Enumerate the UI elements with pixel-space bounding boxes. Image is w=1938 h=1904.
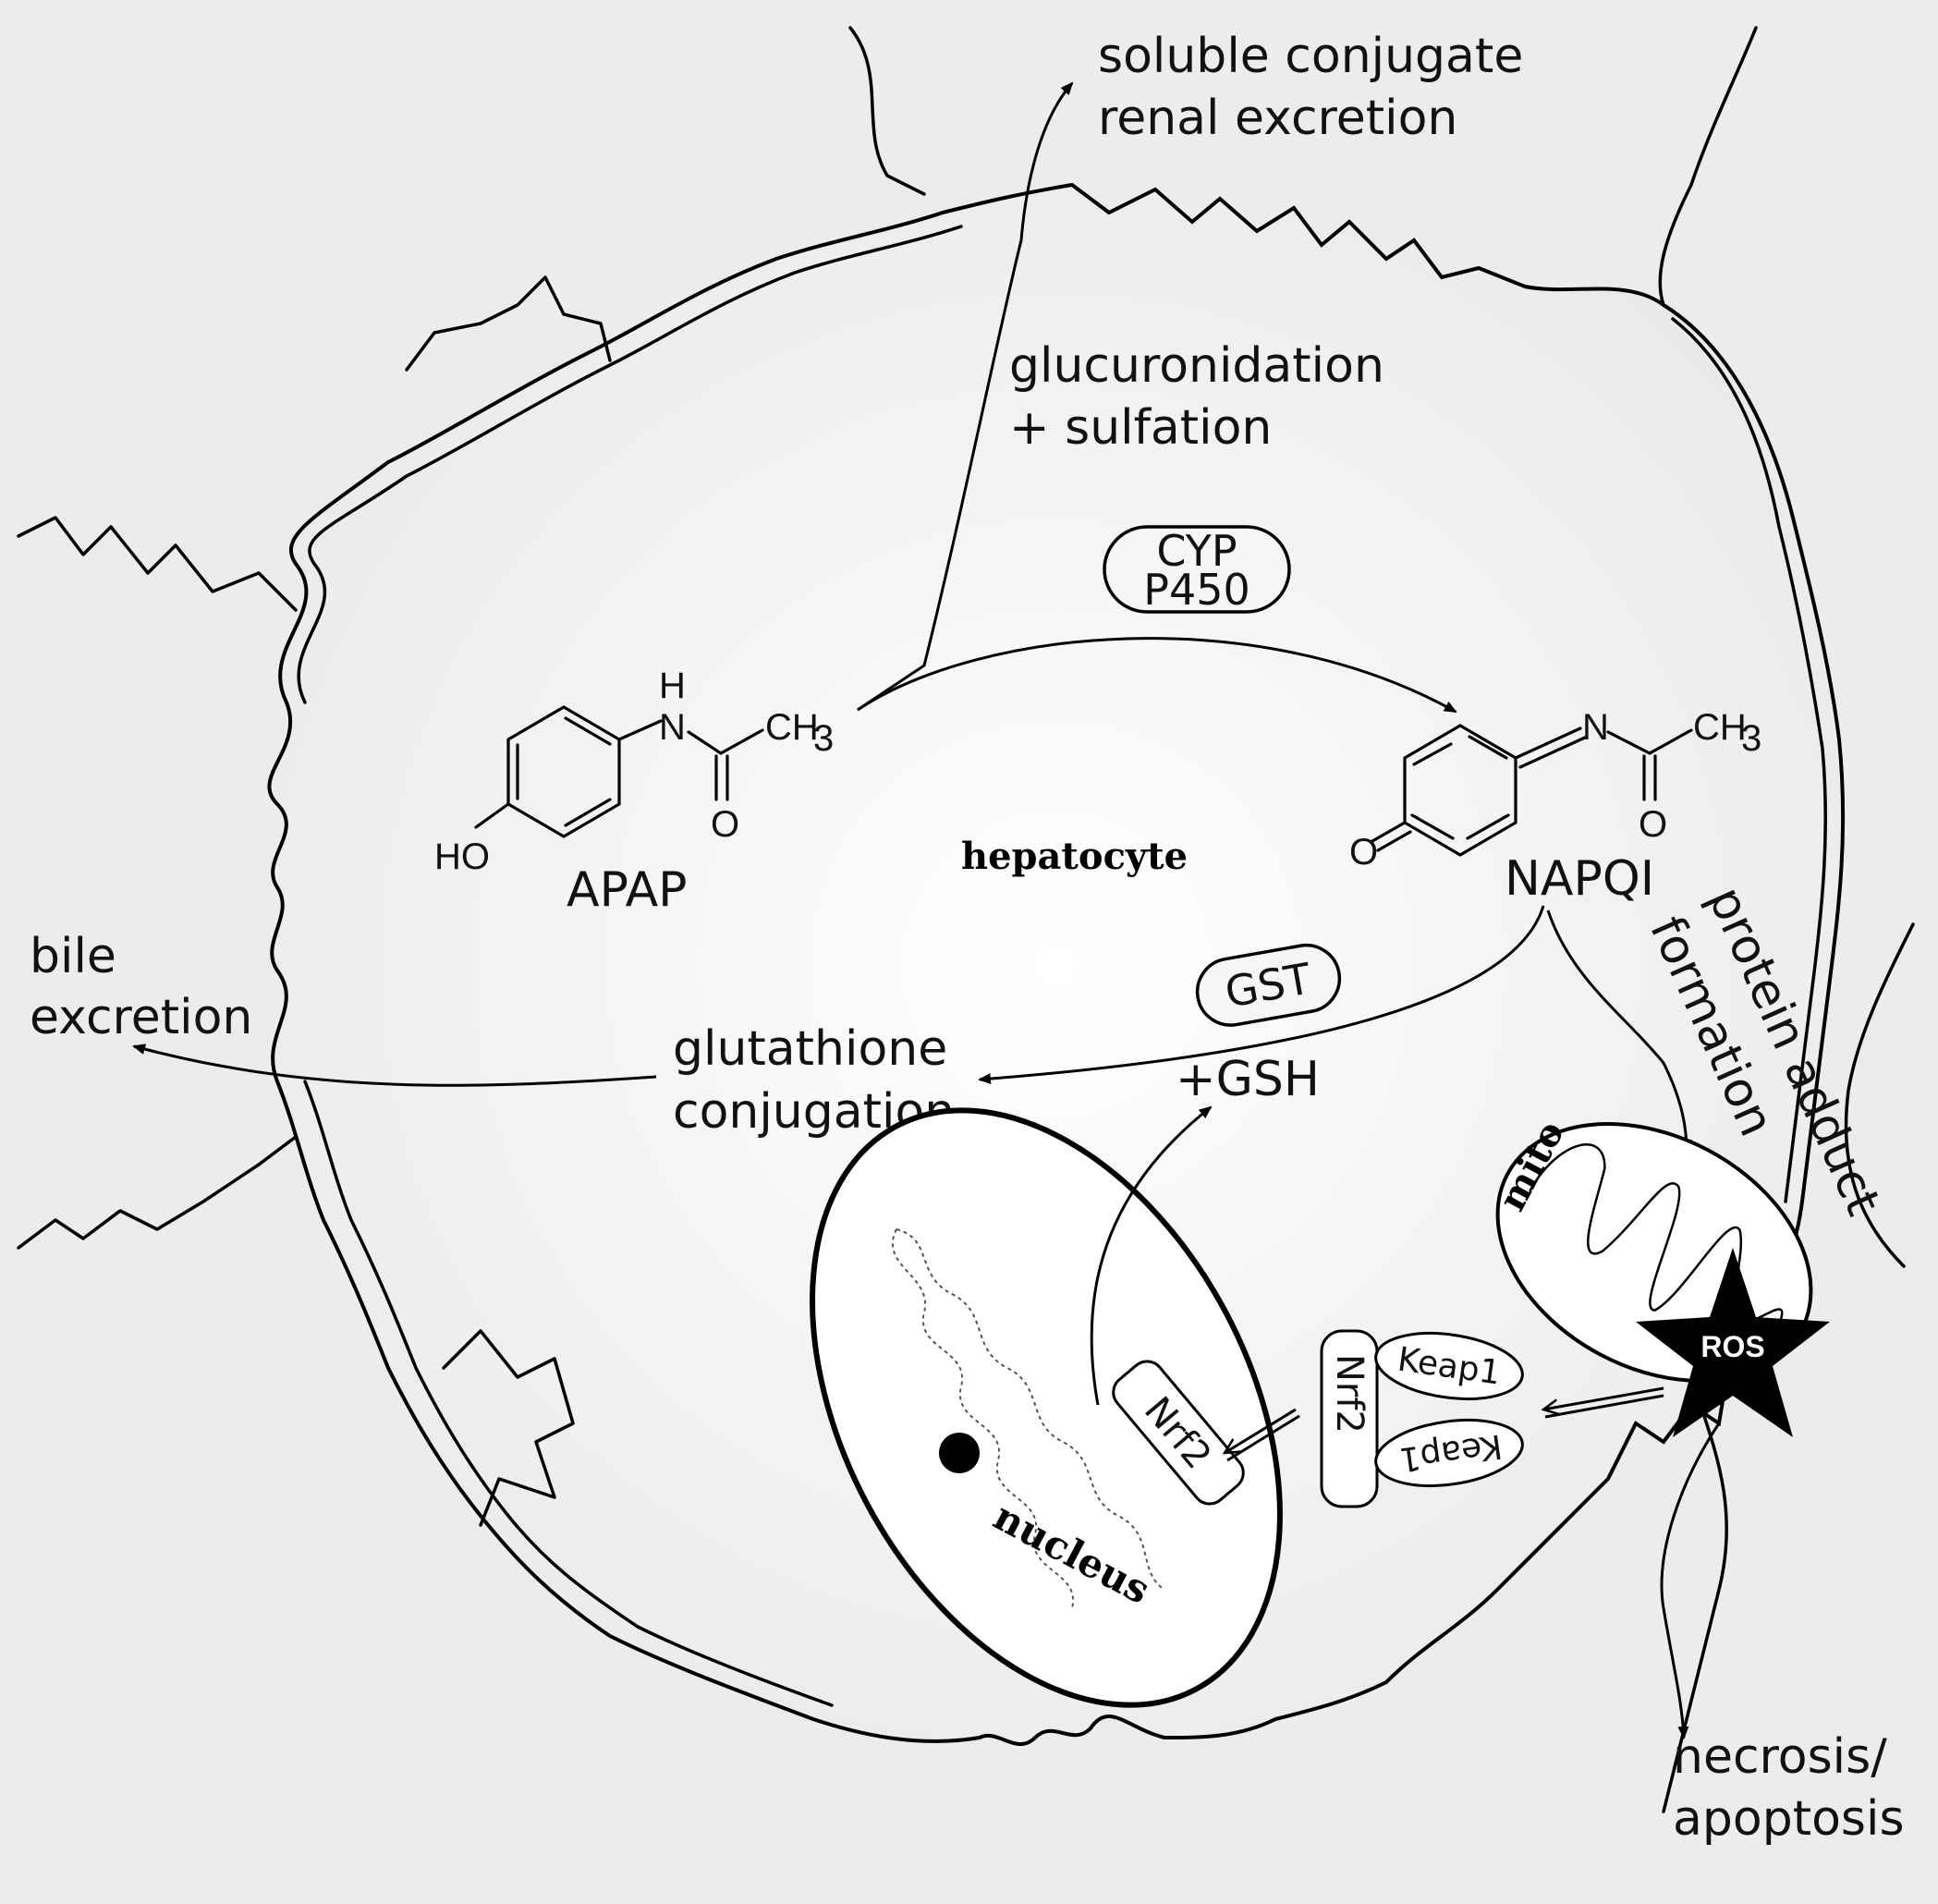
nrf2-cyto-box: [1320, 1329, 1379, 1508]
adduct-arrow: [1546, 909, 1692, 1153]
cyp-label-1: CYP: [1156, 526, 1237, 576]
death-arrow: [1660, 1422, 1721, 1739]
nucleus: Nrf2: [810, 1107, 1283, 1708]
gsh-label: +GSH: [1176, 1052, 1320, 1107]
hepatocyte-label: hepatocyte: [961, 835, 1188, 878]
death-label-1: necrosis/: [1673, 1729, 1887, 1785]
ros-signal-arrow: [1543, 1386, 1664, 1410]
cyp-arrow: [857, 637, 1457, 714]
nucleolus: [939, 1433, 980, 1473]
gsh-induction-arrow: [1090, 1105, 1213, 1406]
svg-text:N: N: [659, 707, 686, 748]
death-label-2: apoptosis: [1673, 1791, 1905, 1847]
bile-label-2: excretion: [30, 990, 252, 1045]
ros-star: [1636, 1248, 1830, 1437]
renal-label-2: renal excretion: [1098, 91, 1457, 146]
svg-text:O: O: [1639, 804, 1667, 845]
napqi-label: NAPQI: [1505, 851, 1654, 907]
svg-text:CH: CH: [1693, 707, 1747, 748]
keap1-bottom: [1374, 1419, 1524, 1487]
svg-text:CH: CH: [765, 707, 819, 748]
neighbour-cells: [17, 26, 1915, 1813]
svg-text:O: O: [711, 804, 739, 845]
nrf2-cyto-label: Nrf2: [1328, 1354, 1371, 1434]
napqi-structure: N CH 3 O O: [1349, 707, 1761, 873]
apap-structure: HO H N CH 3 O: [434, 665, 834, 877]
conjugation-label-2: + sulfation: [1009, 400, 1272, 456]
svg-text:HO: HO: [434, 836, 490, 877]
svg-text:O: O: [1349, 832, 1378, 873]
gst-arrow: [978, 905, 1545, 1085]
ros-label: ROS: [1700, 1330, 1764, 1363]
apap-label: APAP: [567, 862, 688, 918]
keap1-nrf2-complex: Nrf2 Keap1 Keap1: [1320, 1329, 1524, 1508]
nrf2-translocation-arrow: [1225, 1408, 1297, 1453]
svg-text:3: 3: [813, 718, 834, 759]
svg-text:3: 3: [1741, 718, 1761, 759]
cyp-label-2: P450: [1143, 565, 1250, 615]
bile-label-1: bile: [30, 929, 116, 984]
gst-badge: [1195, 943, 1342, 1027]
renal-label-1: soluble conjugate: [1098, 29, 1523, 84]
cyp-p450-badge: [1103, 525, 1291, 614]
svg-text:H: H: [659, 665, 686, 706]
glutathione-label-1: glutathione: [673, 1021, 947, 1077]
bile-arrow: [132, 1044, 657, 1087]
conjugation-arrow: [857, 81, 1074, 712]
conjugation-label-1: glucuronidation: [1009, 338, 1384, 394]
keap1-top: [1374, 1332, 1524, 1400]
svg-text:N: N: [1582, 707, 1609, 748]
nrf2-nuclear-box: [1112, 1360, 1245, 1506]
